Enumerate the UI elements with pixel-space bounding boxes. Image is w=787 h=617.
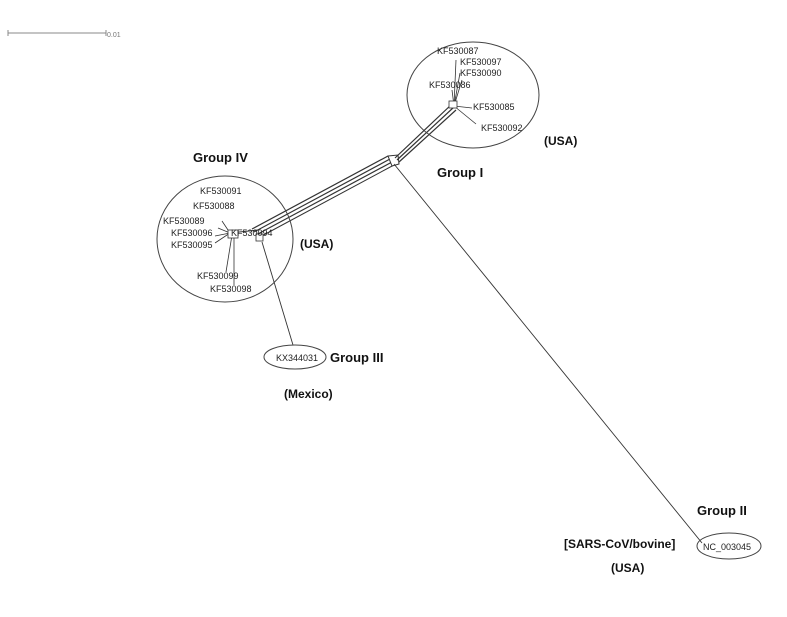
group-2-region: (USA) [611,561,644,575]
group-1-title: Group I [437,165,483,180]
group-2-note: [SARS-CoV/bovine] [564,537,675,551]
group-1-region: (USA) [544,134,577,148]
leaf-KF530098: KF530098 [210,284,252,294]
group-3-title: Group III [330,350,383,365]
group-3: KX344031 Group III (Mexico) [263,344,383,401]
group-4-circle [156,175,294,303]
leaf-KF530088: KF530088 [193,201,235,211]
leaf-KF530090: KF530090 [460,68,502,78]
leaf-KF530086: KF530086 [429,80,471,90]
group-3-region: (Mexico) [284,387,333,401]
leaf-KX344031: KX344031 [276,353,318,363]
group-4-title: Group IV [193,150,248,165]
leaf-KF530094: KF530094 [231,228,273,238]
group-2-title: Group II [697,503,747,518]
leaf-KF530097: KF530097 [460,57,502,67]
group-3-circle [263,344,327,370]
scale-bar: 0.01 [7,30,121,39]
leaf-KF530091: KF530091 [200,186,242,196]
scale-bar-label: 0.01 [107,32,121,39]
leaf-KF530099: KF530099 [197,271,239,281]
group-1-circle [406,41,540,149]
group-2: NC_003045 Group II [SARS-CoV/bovine] (US… [564,503,762,575]
network-edges [251,103,703,544]
leaf-KF530089: KF530089 [163,216,205,226]
leaf-KF530087: KF530087 [437,46,479,56]
group-4-region: (USA) [300,237,333,251]
leaf-KF530085: KF530085 [473,102,515,112]
leaf-KF530096: KF530096 [171,228,213,238]
group-1: KF530087 KF530097 KF530090 KF530086 KF53… [406,41,577,180]
leaf-NC_003045: NC_003045 [703,542,751,552]
leaf-KF530092: KF530092 [481,123,523,133]
leaf-KF530095: KF530095 [171,240,213,250]
group-4: KF530091 KF530088 KF530089 KF530096 KF53… [156,150,333,303]
group-2-circle [696,532,762,560]
